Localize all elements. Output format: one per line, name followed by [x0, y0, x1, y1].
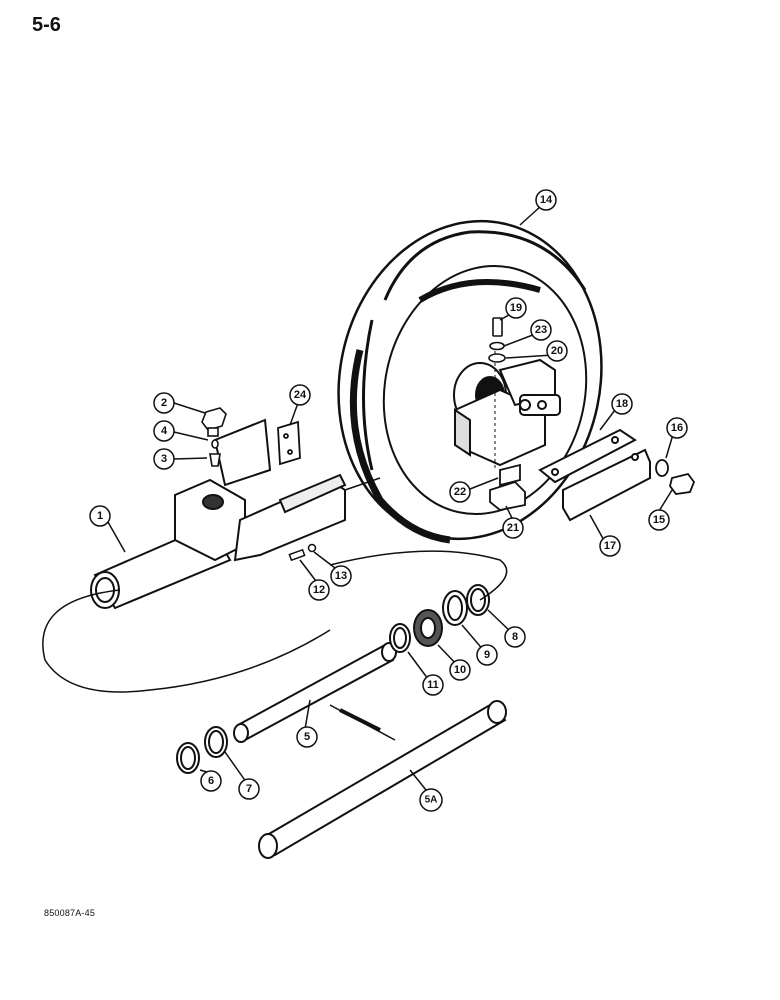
- wear-plates: [538, 428, 651, 522]
- callout-16: 16: [666, 417, 688, 439]
- callout-12-label: 12: [313, 584, 325, 596]
- callout-3: 3: [153, 448, 175, 470]
- callout-20-label: 20: [551, 345, 563, 357]
- bolt-assembly-top: [488, 317, 506, 363]
- callout-16-label: 16: [671, 422, 683, 434]
- callouts: 1 2 3 4 5 5A 6 7 8 9 10 11 12 13 14 15 1…: [89, 189, 688, 812]
- shaft-5: [233, 642, 397, 743]
- callout-14: 14: [535, 189, 557, 211]
- yoke-assembly: [90, 418, 381, 610]
- callout-10: 10: [449, 659, 471, 681]
- callout-4-label: 4: [161, 425, 168, 437]
- callout-2-label: 2: [161, 397, 167, 409]
- shaft-5a: [258, 700, 507, 859]
- callout-10-label: 10: [454, 664, 466, 676]
- callout-11-label: 11: [427, 679, 439, 691]
- callout-5a-label: 5A: [425, 795, 438, 806]
- callout-15-label: 15: [653, 514, 665, 526]
- callout-15: 15: [648, 509, 670, 531]
- figure-code: 850087A-45: [44, 908, 96, 918]
- callout-24: 24: [289, 384, 311, 406]
- grease-fittings: [201, 407, 227, 467]
- callout-19-label: 19: [510, 302, 522, 314]
- callout-8-label: 8: [512, 631, 518, 643]
- callout-8: 8: [504, 626, 526, 648]
- callout-23: 23: [530, 319, 552, 341]
- callout-17-label: 17: [604, 540, 616, 552]
- callout-5a: 5A: [419, 788, 443, 812]
- screw-12-13: [288, 543, 317, 562]
- callout-5: 5: [296, 726, 318, 748]
- callout-1-label: 1: [97, 510, 103, 522]
- callout-2: 2: [153, 392, 175, 414]
- callout-22-label: 22: [454, 486, 466, 498]
- callout-18-label: 18: [616, 398, 628, 410]
- callout-19: 19: [505, 297, 527, 319]
- callout-5-label: 5: [304, 731, 310, 743]
- callout-13-label: 13: [335, 570, 347, 582]
- callout-17: 17: [599, 535, 621, 557]
- callout-6-label: 6: [208, 775, 214, 787]
- callout-6: 6: [200, 770, 222, 792]
- callout-24-label: 24: [294, 389, 307, 401]
- callout-21: 21: [502, 517, 524, 539]
- callout-22: 22: [449, 481, 471, 503]
- callout-4: 4: [153, 420, 175, 442]
- callout-13: 13: [330, 565, 352, 587]
- plate-and-block: [489, 463, 526, 511]
- callout-11: 11: [422, 674, 444, 696]
- callout-9: 9: [476, 644, 498, 666]
- bolt-15: [655, 459, 696, 495]
- callout-1: 1: [89, 505, 111, 527]
- callout-23-label: 23: [535, 324, 547, 336]
- callout-21-label: 21: [507, 522, 519, 534]
- callout-7-label: 7: [246, 783, 252, 795]
- callout-3-label: 3: [161, 453, 167, 465]
- callout-12: 12: [308, 579, 330, 601]
- page-number: 5-6: [32, 14, 61, 36]
- bearing-parts: [176, 584, 490, 774]
- callout-9-label: 9: [484, 649, 490, 661]
- callout-14-label: 14: [540, 194, 553, 206]
- callout-18: 18: [611, 393, 633, 415]
- plate-24: [277, 420, 301, 466]
- callout-7: 7: [238, 778, 260, 800]
- bearing-housing: [454, 345, 561, 470]
- callout-20: 20: [546, 340, 568, 362]
